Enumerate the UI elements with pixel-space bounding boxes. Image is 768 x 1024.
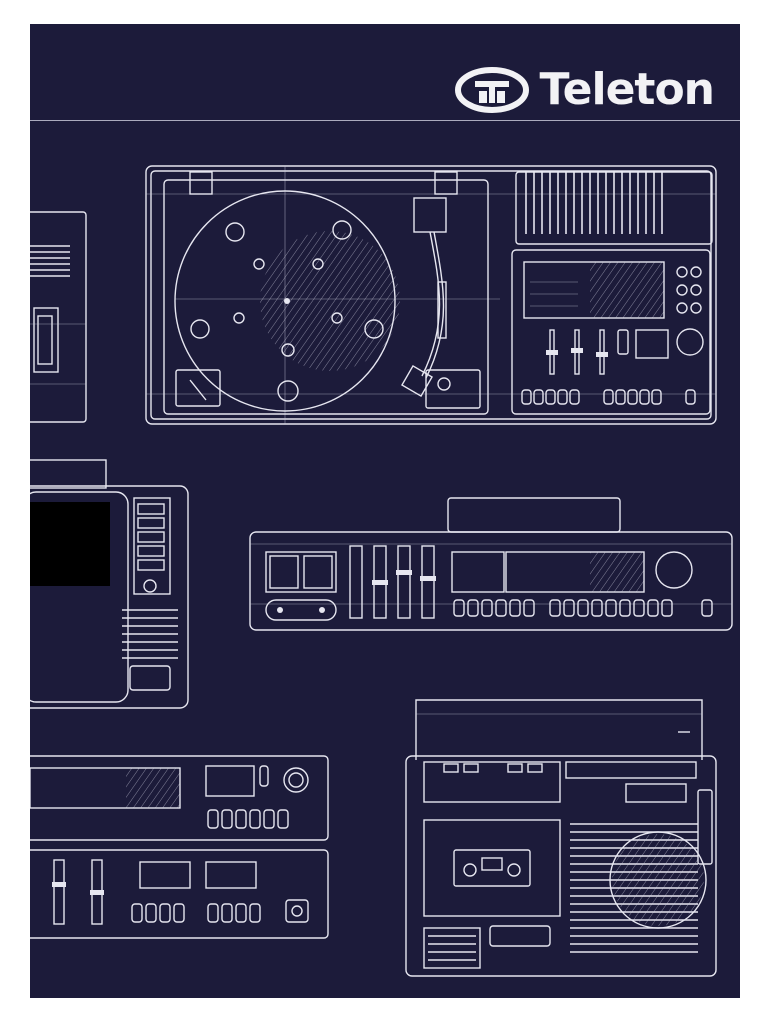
header-rule [30,120,740,121]
portable-tv [30,459,189,709]
cassette-deck [30,755,329,939]
radio-cassette-recorder [405,699,717,977]
partial-unit-left-top [30,211,87,423]
product-illustrations [30,165,733,977]
brand-logo: Teleton [455,62,715,118]
stereo-receiver [249,497,733,631]
turntable-music-center [145,165,717,425]
teleton-logo-mark-icon [455,67,530,113]
catalog-cover: Teleton [30,24,740,998]
brand-name: Teleton [539,64,715,115]
